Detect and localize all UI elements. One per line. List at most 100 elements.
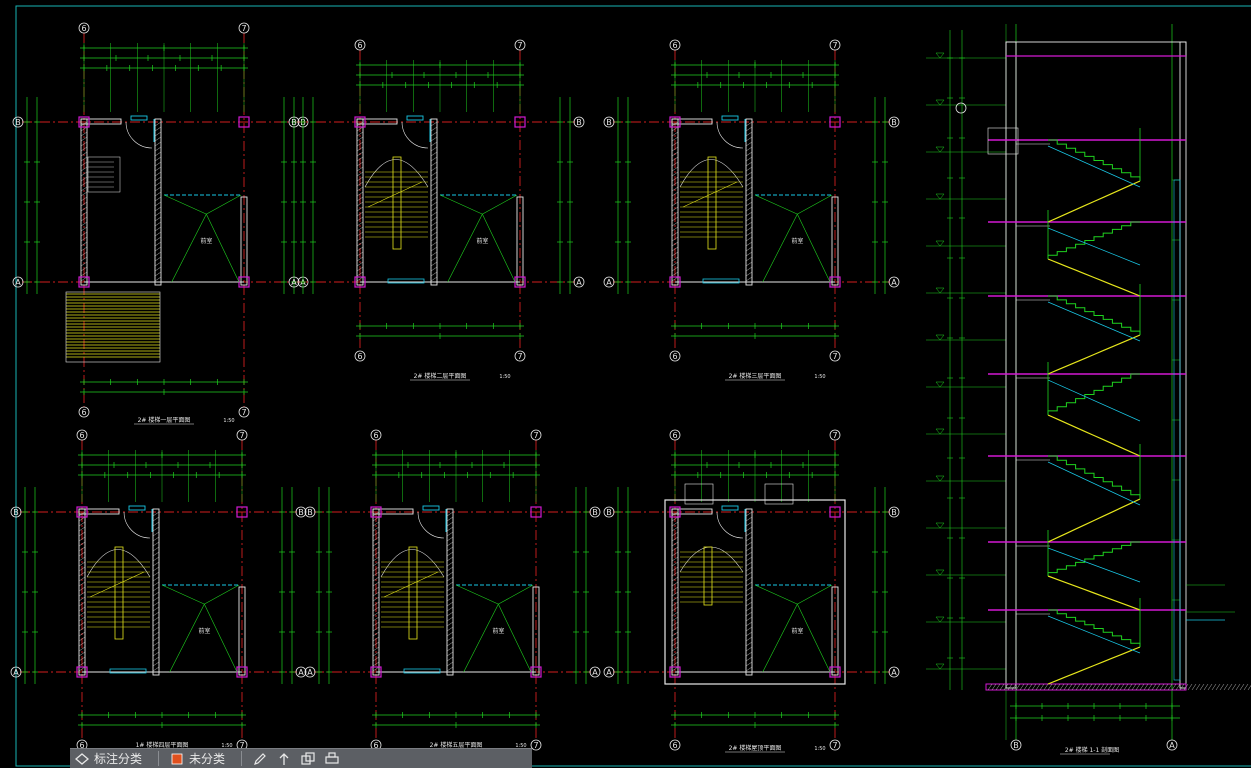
drawing-line [745, 556, 753, 562]
axis-bubble-label: A [291, 278, 297, 287]
drawing-line [78, 516, 86, 522]
drawing-line [671, 586, 679, 592]
room-label: 前室 [791, 237, 803, 245]
drawing-line [372, 626, 380, 632]
axis-bubble [589, 666, 601, 678]
drawing-line [78, 581, 86, 587]
drawing-line [372, 546, 380, 552]
drawing-line [671, 516, 679, 522]
drawing-line [356, 221, 364, 227]
drawing-line [152, 511, 160, 517]
drawing-line [463, 604, 499, 673]
roof-detail [987, 127, 1019, 155]
drawing-line [1047, 227, 1141, 266]
elevation-marker [935, 569, 945, 576]
axis-bubble-label: B [576, 118, 582, 127]
drawing-line [1123, 683, 1129, 691]
stair-handrail [392, 156, 402, 250]
drawing-line [372, 651, 380, 657]
drawing-line [80, 236, 88, 242]
roof-parapet [664, 499, 846, 685]
drawing-line [671, 181, 679, 187]
drawing-line [1107, 683, 1113, 691]
drawing-line [372, 596, 380, 602]
drawing-line [154, 261, 162, 267]
drawing-line [671, 266, 679, 272]
stair-handrail [408, 546, 418, 640]
stair-steps [1047, 541, 1140, 576]
drawing-line [1159, 683, 1165, 691]
drawing-line [446, 581, 454, 587]
color-swatch-icon[interactable] [169, 752, 185, 766]
stair-flight-section [1047, 646, 1141, 685]
drawing-line [1011, 683, 1017, 691]
drawing-line [446, 541, 454, 547]
uncategorized-label[interactable]: 未分类 [189, 752, 226, 766]
axis-bubble-label: 6 [81, 408, 86, 417]
elevation-marker [935, 99, 945, 106]
axis-bubble-label: 7 [241, 408, 246, 417]
drawing-line [80, 271, 88, 277]
drawing-line [745, 601, 753, 607]
wall-top [78, 508, 120, 515]
drawing-line [446, 551, 454, 557]
drawing-line [745, 156, 753, 162]
axis-bubble [603, 666, 615, 678]
axis-bubble [573, 116, 585, 128]
drawing-line [154, 166, 162, 172]
drawing-line [745, 596, 753, 602]
wall-right [831, 196, 839, 286]
drawing-line [671, 176, 679, 182]
axis-bubble [888, 666, 900, 678]
axis-bubble [530, 429, 542, 441]
drawing-line [1215, 683, 1221, 691]
printer-icon[interactable] [324, 751, 340, 766]
drawing-line [204, 584, 240, 605]
drawing-line [797, 584, 833, 605]
axis-bubble-label: B [606, 118, 612, 127]
drawing-line [999, 683, 1005, 691]
drawing-line [430, 171, 438, 177]
drawing-line [152, 541, 160, 547]
drawing-line [161, 584, 205, 605]
drawing-line [745, 591, 753, 597]
axis-bubble-label: 6 [672, 41, 677, 50]
drawing-line [1035, 683, 1041, 691]
drawing-line [446, 516, 454, 522]
stair-flight-section [1047, 414, 1141, 457]
window [406, 115, 424, 121]
axis-bubble [669, 429, 681, 441]
axis-bubble [589, 506, 601, 518]
drawing-line [356, 276, 364, 282]
layers-icon[interactable] [74, 752, 90, 766]
axis-bubble [288, 116, 300, 128]
arrow-icon[interactable] [276, 752, 292, 766]
drawing-line [430, 206, 438, 212]
walls [671, 118, 839, 286]
drawing-line [430, 131, 438, 137]
axis-bubble [669, 739, 681, 751]
drawing-line [372, 661, 380, 667]
drawing-line [1155, 683, 1161, 691]
drawing-line [372, 551, 380, 557]
axis-bubble [888, 116, 900, 128]
drawing-line [482, 214, 516, 283]
drawing-line [1031, 683, 1037, 691]
plan-scale: 1:50 [221, 743, 232, 749]
wall-right [532, 586, 540, 676]
axis-bubble [603, 276, 615, 288]
drawing-line [430, 196, 438, 202]
drawing-line [372, 586, 380, 592]
drawing-line [1235, 683, 1241, 691]
elevation-marker [935, 522, 945, 529]
annotation-category-label[interactable]: 标注分类 [94, 752, 143, 766]
drawing-line [372, 556, 380, 562]
drawing-line [745, 221, 753, 227]
drawing-line [78, 511, 86, 517]
axis-bubble-label: 7 [517, 41, 522, 50]
copy-icon[interactable] [300, 751, 316, 766]
drawing-line [745, 571, 753, 577]
pen-icon[interactable] [252, 752, 268, 766]
window [721, 115, 739, 121]
